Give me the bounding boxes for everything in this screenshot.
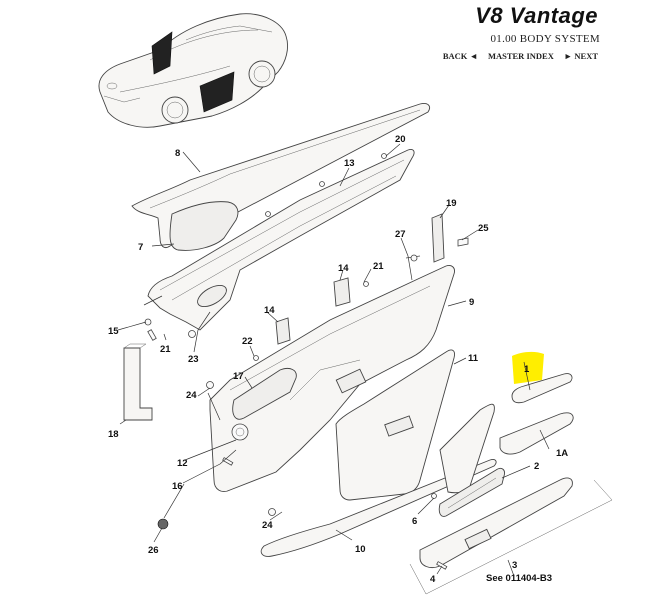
callout-1a[interactable]: 1A	[556, 448, 568, 459]
part-14-clip-upper[interactable]	[333, 277, 351, 307]
callout-22[interactable]: 22	[242, 336, 253, 347]
callout-27[interactable]: 27	[395, 229, 406, 240]
part-9-door-trim-panel[interactable]	[209, 265, 455, 492]
model-title: V8 Vantage	[475, 3, 598, 28]
back-link[interactable]: BACK ◄	[442, 51, 478, 61]
part-1-armrest-pad[interactable]	[511, 373, 573, 404]
reference-note[interactable]: See 011404-B3	[486, 573, 552, 584]
highlight-part-1	[512, 351, 544, 384]
callout-24-lower[interactable]: 24	[262, 520, 273, 531]
part-1a-armrest[interactable]	[499, 412, 574, 455]
part-7-pull-handle[interactable]	[169, 201, 239, 251]
callout-23[interactable]: 23	[188, 354, 199, 365]
callout-2[interactable]: 2	[534, 461, 539, 472]
part-17-handle-surround[interactable]	[232, 367, 297, 420]
part-2-bracket[interactable]	[438, 467, 505, 517]
callout-21-upper[interactable]: 21	[373, 261, 384, 272]
part-13-carrier-rail[interactable]	[147, 149, 415, 331]
callout-18[interactable]: 18	[108, 429, 119, 440]
master-index-link[interactable]: MASTER INDEX	[487, 51, 554, 61]
system-title: 01.00 BODY SYSTEM	[490, 33, 600, 45]
callout-15[interactable]: 15	[108, 326, 119, 337]
front-door-trim-highlight	[151, 31, 173, 75]
callout-9[interactable]: 9	[469, 297, 474, 308]
callout-1[interactable]: 1	[524, 364, 530, 375]
callout-26[interactable]: 26	[148, 545, 159, 556]
callout-10[interactable]: 10	[355, 544, 366, 555]
fasteners	[144, 153, 469, 570]
callout-11[interactable]: 11	[468, 353, 479, 364]
part-18-l-bracket[interactable]	[123, 347, 153, 421]
callout-13[interactable]: 13	[344, 158, 355, 169]
callout-3[interactable]: 3	[512, 560, 517, 571]
callout-14-lower[interactable]: 14	[264, 305, 275, 316]
callout-12[interactable]: 12	[177, 458, 188, 469]
callout-16[interactable]: 16	[172, 481, 183, 492]
part-14-clip-lower[interactable]	[275, 317, 291, 345]
leader-lines	[117, 143, 550, 577]
callout-4[interactable]: 4	[430, 574, 436, 585]
navigation: BACK ◄ MASTER INDEX ► NEXT	[443, 51, 598, 61]
callout-20[interactable]: 20	[395, 134, 406, 145]
callout-6[interactable]: 6	[412, 516, 417, 527]
header: V8 Vantage 01.00 BODY SYSTEM BACK ◄ MAST…	[396, 0, 656, 64]
next-link[interactable]: ► NEXT	[563, 51, 598, 61]
callout-8[interactable]: 8	[175, 148, 180, 159]
callout-19[interactable]: 19	[446, 198, 457, 209]
callout-25[interactable]: 25	[478, 223, 489, 234]
car-locator-illustration	[98, 13, 289, 128]
callout-17[interactable]: 17	[233, 371, 244, 382]
callout-21-lower[interactable]: 21	[160, 344, 171, 355]
callout-14-upper[interactable]: 14	[338, 263, 349, 274]
rear-door-trim-highlight	[199, 71, 235, 113]
callout-24-upper[interactable]: 24	[186, 390, 197, 401]
part-19-bracket[interactable]	[431, 213, 445, 263]
part-3-lower-rail[interactable]	[419, 477, 573, 569]
part-10-sill-strip[interactable]	[260, 459, 497, 557]
callout-7[interactable]: 7	[138, 242, 143, 253]
